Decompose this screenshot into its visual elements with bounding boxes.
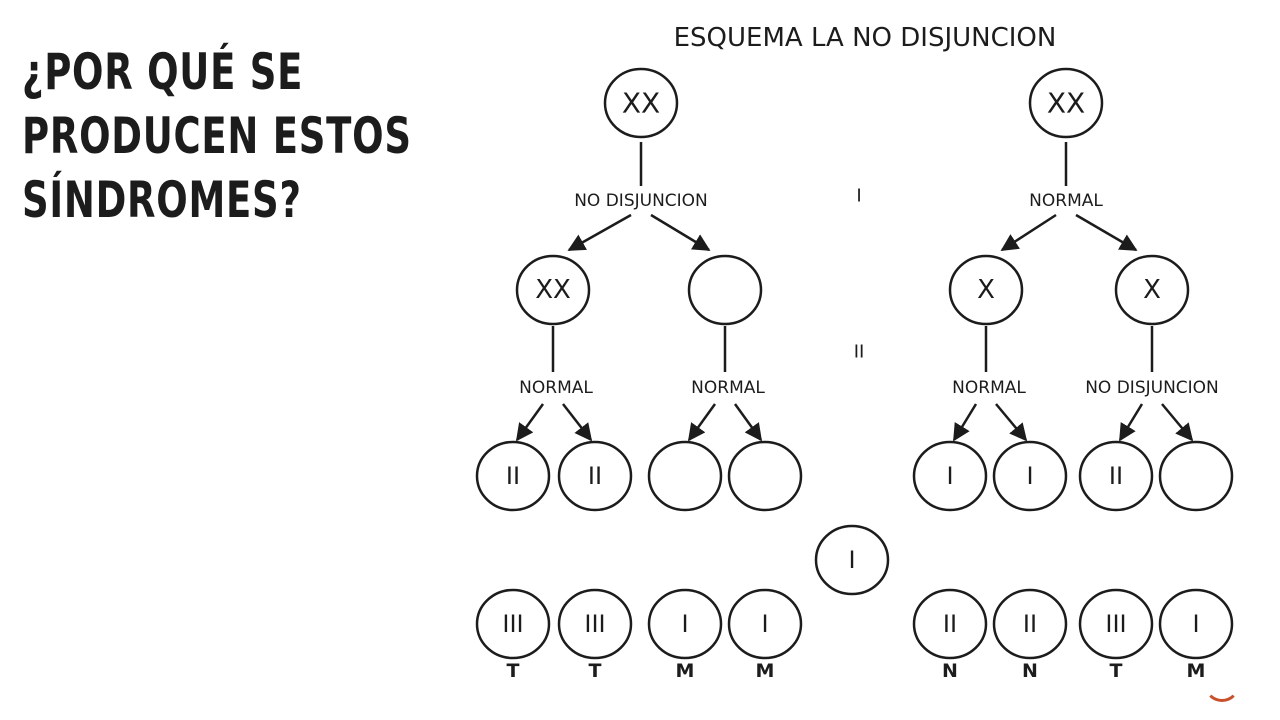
right-division2-arrow: [952, 403, 978, 442]
decorative-accent-mark: [1204, 680, 1240, 702]
left-division1-arrow: [567, 213, 632, 252]
right-division1-label: NORMAL: [1029, 191, 1103, 211]
slide-title-line: SÍNDROMES?: [22, 171, 302, 229]
right-gamete: [1158, 440, 1234, 512]
right-outcome-letter: M: [1187, 660, 1206, 682]
left-division2-arrow: [515, 403, 545, 442]
right-zygote: [912, 588, 988, 660]
left-division1-arrow: [650, 213, 711, 252]
right-division1-arrow: [1075, 213, 1138, 252]
left-division2-arrow: [687, 403, 717, 442]
left-zygote: [475, 588, 551, 660]
right-division2-label: NO DISJUNCION: [1085, 378, 1219, 398]
left-division2-label: NORMAL: [519, 378, 593, 398]
left-parent-cell: [603, 67, 679, 139]
left-gamete: [475, 440, 551, 512]
right-gamete-label: I: [946, 462, 953, 490]
left-zygote: [727, 588, 803, 660]
left-parent-cell-label: XX: [622, 87, 660, 120]
left-zygote-label: I: [761, 610, 768, 638]
right-zygote: [992, 588, 1068, 660]
left-outcome-letter: T: [507, 660, 520, 682]
right-meiosis1-cell-label: X: [1143, 275, 1161, 305]
left-gamete-label: II: [506, 462, 520, 490]
left-gamete-label: II: [588, 462, 602, 490]
left-outcome-letter: T: [589, 660, 602, 682]
right-meiosis1-cell: [948, 254, 1024, 326]
left-division1-label: NO DISJUNCION: [574, 191, 708, 211]
right-parent-cell: [1028, 67, 1104, 139]
left-division2-arrow: [733, 403, 763, 442]
right-gamete: [912, 440, 988, 512]
diagram-title: ESQUEMA LA NO DISJUNCION: [674, 23, 1057, 53]
left-gamete: [557, 440, 633, 512]
left-meiosis1-cell: [515, 254, 591, 326]
slide-title-line: ¿POR QUÉ SE: [22, 43, 304, 101]
right-meiosis1-cell-label: X: [977, 275, 995, 305]
right-zygote-label: III: [1105, 610, 1126, 638]
left-meiosis1-cell-label: XX: [535, 275, 571, 305]
right-gamete: [992, 440, 1068, 512]
left-outcome-letter: M: [676, 660, 695, 682]
left-gamete: [727, 440, 803, 512]
left-zygote-label: I: [681, 610, 688, 638]
right-parent-cell-label: XX: [1047, 87, 1085, 120]
stage-label-meiosis-1: I: [856, 186, 861, 207]
right-division1-arrow: [1000, 213, 1057, 252]
slide-title-line: PRODUCEN ESTOS: [22, 107, 412, 165]
right-zygote: [1158, 588, 1234, 660]
right-division2-arrow: [995, 403, 1028, 442]
left-meiosis1-cell: [687, 254, 763, 326]
right-gamete: [1078, 440, 1154, 512]
right-zygote-label: II: [1023, 610, 1037, 638]
right-zygote-label: II: [943, 610, 957, 638]
left-division2-label: NORMAL: [691, 378, 765, 398]
right-outcome-letter: T: [1110, 660, 1123, 682]
right-outcome-letter: N: [942, 660, 958, 682]
right-meiosis1-cell: [1114, 254, 1190, 326]
left-zygote-label: III: [584, 610, 605, 638]
left-outcome-letter: M: [756, 660, 775, 682]
slide-title: ¿POR QUÉ SE PRODUCEN ESTOS SÍNDROMES?: [22, 40, 412, 232]
left-division2-arrow: [562, 403, 593, 442]
left-zygote: [557, 588, 633, 660]
partner-gamete-label: I: [848, 546, 855, 574]
right-division2-arrow: [1161, 403, 1194, 442]
left-zygote: [647, 588, 723, 660]
left-zygote-label: III: [502, 610, 523, 638]
right-zygote-label: I: [1192, 610, 1199, 638]
right-gamete-label: I: [1026, 462, 1033, 490]
right-division2-arrow: [1118, 403, 1144, 442]
right-gamete-label: II: [1109, 462, 1123, 490]
right-outcome-letter: N: [1022, 660, 1038, 682]
left-gamete: [647, 440, 723, 512]
stage-label-meiosis-2: II: [854, 342, 865, 363]
right-division2-label: NORMAL: [952, 378, 1026, 398]
right-zygote: [1078, 588, 1154, 660]
partner-gamete: [814, 524, 890, 596]
